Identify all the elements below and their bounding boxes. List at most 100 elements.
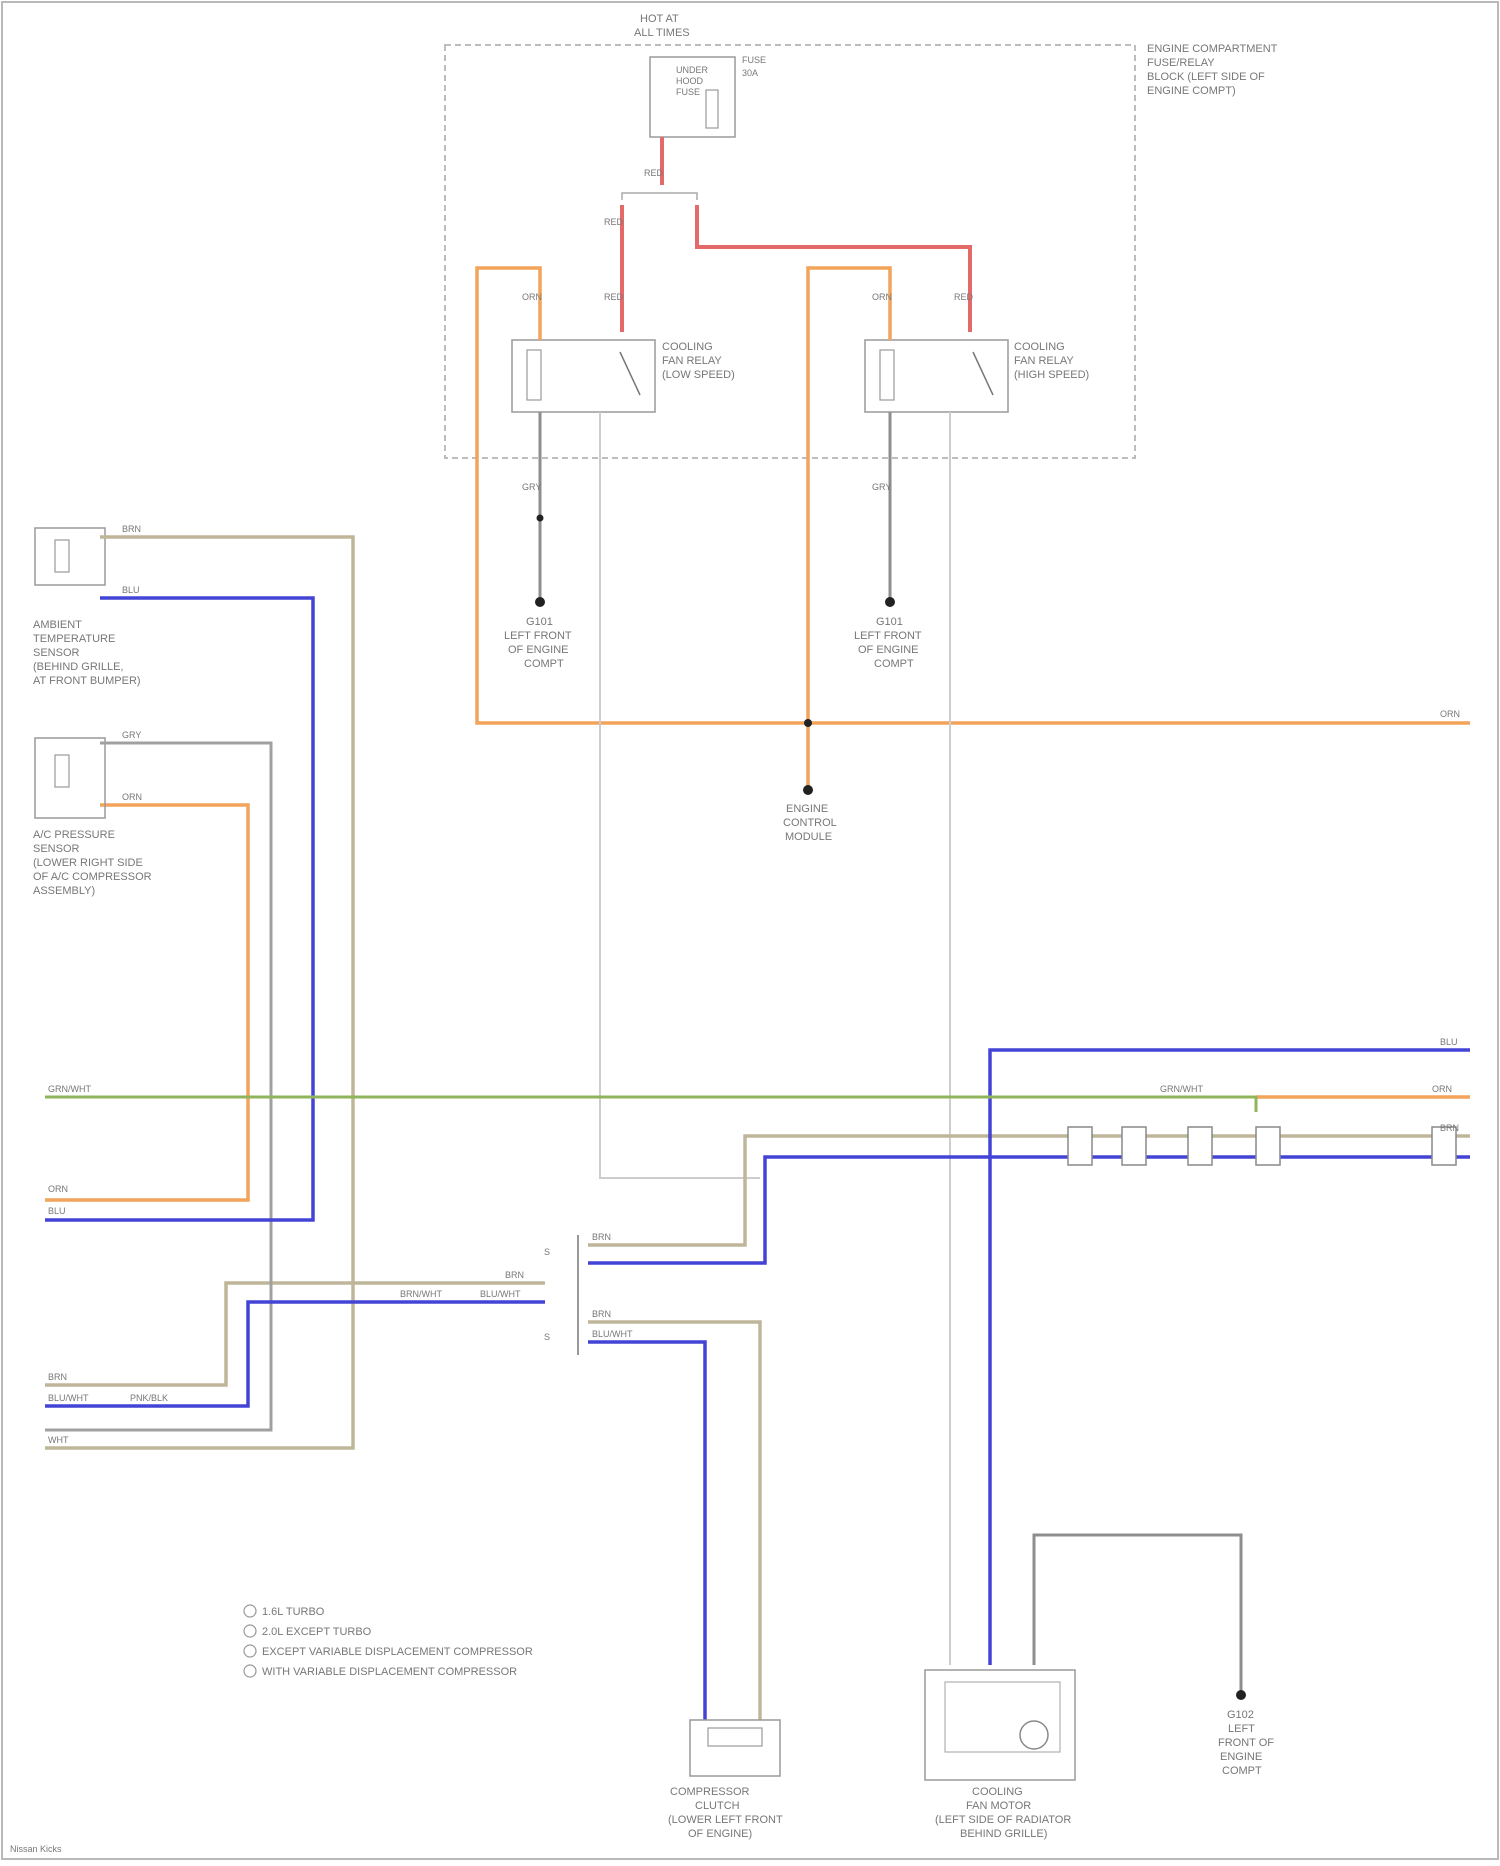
- wire-label-blu-wht-3: BLU/WHT: [592, 1329, 633, 1339]
- fuse-inner-label-1: UNDER: [676, 65, 709, 75]
- compressor-clutch-label-3: (LOWER LEFT FRONT: [668, 1814, 783, 1826]
- fuse-rating-label-2: 30A: [742, 68, 758, 78]
- wire-label-blu-wht-1: BLU/WHT: [48, 1393, 89, 1403]
- orange-splice: [804, 719, 812, 727]
- fuse-symbol: [706, 90, 718, 128]
- ground-left-splice: [537, 515, 544, 522]
- legend-item-1: 1.6L TURBO: [262, 1606, 325, 1618]
- wire-label-wht-1: WHT: [48, 1435, 69, 1445]
- ecm-label-3: MODULE: [785, 831, 832, 843]
- pressure-sensor-label-4: OF A/C COMPRESSOR: [33, 871, 152, 883]
- compressor-clutch-label-4: OF ENGINE): [688, 1828, 752, 1840]
- wire-label-blu-wht-2: BLU/WHT: [480, 1289, 521, 1299]
- relay-low-switch: [620, 352, 640, 395]
- ground-right-label-1: G101: [876, 616, 903, 628]
- pressure-sensor-label-2: SENSOR: [33, 843, 80, 855]
- relay-high-label-3: (HIGH SPEED): [1014, 369, 1089, 381]
- wire-label-brn-6: BRN: [1440, 1123, 1459, 1133]
- orange-left-relay-loop: [477, 268, 1470, 723]
- blue-fan-motor-feed: [990, 1050, 1470, 1665]
- ground-right-point: [885, 597, 895, 607]
- ambient-sensor-label-1: AMBIENT: [33, 619, 82, 631]
- ambient-sensor-label-2: TEMPERATURE: [33, 633, 115, 645]
- ground-left-label-4: COMPT: [524, 658, 564, 670]
- splice-fuse: [622, 193, 697, 200]
- legend: 1.6L TURBO 2.0L EXCEPT TURBO EXCEPT VARI…: [244, 1605, 533, 1678]
- legend-marker-3: [244, 1645, 256, 1657]
- ground-right-label-4: COMPT: [874, 658, 914, 670]
- legend-marker-2: [244, 1625, 256, 1637]
- pressure-sensor-label-3: (LOWER RIGHT SIDE: [33, 857, 143, 869]
- red-wires: [622, 137, 970, 332]
- wire-label-blu-1: BLU: [122, 585, 140, 595]
- relay-high-speed: [865, 340, 1008, 412]
- relay-low-coil: [527, 350, 541, 400]
- wire-label-gry-2: GRY: [872, 482, 891, 492]
- green-wire: [45, 1097, 1256, 1112]
- wire-label-red-4: RED: [954, 292, 974, 302]
- relay-high-label-2: FAN RELAY: [1014, 355, 1074, 367]
- legend-item-2: 2.0L EXCEPT TURBO: [262, 1626, 372, 1638]
- ground-left-label-1: G101: [526, 616, 553, 628]
- relay-high-switch: [973, 352, 993, 395]
- legend-marker-4: [244, 1665, 256, 1677]
- relay-low-label-3: (LOW SPEED): [662, 369, 735, 381]
- wire-label-brn-5: BRN: [592, 1309, 611, 1319]
- wire-label-orn-4: ORN: [122, 792, 142, 802]
- ambient-sensor-label-4: (BEHIND GRILLE,: [33, 661, 123, 673]
- junction-connector-pin-2: S: [544, 1332, 550, 1342]
- relay-low-label-2: FAN RELAY: [662, 355, 722, 367]
- connector-3: [1188, 1127, 1212, 1165]
- ecm-connection: [803, 785, 813, 795]
- ground-right-label-3: OF ENGINE: [858, 644, 919, 656]
- fan-motor-label-3: (LEFT SIDE OF RADIATOR: [935, 1814, 1071, 1826]
- wire-label-blu-2: BLU: [48, 1206, 66, 1216]
- tan-compressor-branch: [45, 1283, 545, 1385]
- wire-label-gry-3: GRY: [122, 730, 141, 740]
- wire-label-red-3: RED: [604, 292, 624, 302]
- wire-label-blu-3: BLU: [1440, 1037, 1458, 1047]
- blue-ambient-sensor: [45, 598, 313, 1220]
- underhood-block-label-4: ENGINE COMPT): [1147, 85, 1236, 97]
- footer-label: Nissan Kicks: [10, 1844, 62, 1854]
- fuse-relay-block-outline: [445, 45, 1135, 458]
- pressure-sensor-label-5: ASSEMBLY): [33, 885, 95, 897]
- connector-2: [1122, 1127, 1146, 1165]
- ground-g102-label-1: G102: [1227, 1709, 1254, 1721]
- wire-label-orn-2: ORN: [872, 292, 892, 302]
- underhood-block-label-3: BLOCK (LEFT SIDE OF: [1147, 71, 1265, 83]
- tan-compressor-feed: [588, 1322, 760, 1720]
- ecm-label-1: ENGINE: [786, 803, 828, 815]
- wire-label-red-1: RED: [644, 168, 664, 178]
- wire-label-brn-1: BRN: [122, 524, 141, 534]
- underhood-block-label-1: ENGINE COMPARTMENT: [1147, 43, 1278, 55]
- fan-motor-box: [925, 1670, 1075, 1780]
- wire-label-gry-1: GRY: [522, 482, 541, 492]
- top-fuse-line-1: HOT AT: [640, 13, 679, 25]
- underhood-block-label-2: FUSE/RELAY: [1147, 57, 1215, 69]
- wire-label-brn-wht-1: BRN/WHT: [400, 1289, 442, 1299]
- orange-wires: [45, 268, 1470, 1200]
- legend-item-4: WITH VARIABLE DISPLACEMENT COMPRESSOR: [262, 1666, 517, 1678]
- wire-label-grn-2: GRN/WHT: [1160, 1084, 1203, 1094]
- legend-item-3: EXCEPT VARIABLE DISPLACEMENT COMPRESSOR: [262, 1646, 533, 1658]
- fuse-rating-label-1: FUSE: [742, 55, 766, 65]
- ground-g102-wire: [1034, 1535, 1241, 1692]
- ground-g102-label-2: LEFT: [1228, 1723, 1255, 1735]
- ground-g102-label-4: ENGINE: [1220, 1751, 1262, 1763]
- light-gray-wires: [600, 412, 950, 1665]
- relay-low-label-1: COOLING: [662, 341, 713, 353]
- wire-label-orn-3: ORN: [1440, 709, 1460, 719]
- fan-motor-symbol: [1020, 1721, 1048, 1749]
- ground-g102-label-3: FRONT OF: [1218, 1737, 1274, 1749]
- blue-compressor-feed: [588, 1342, 705, 1720]
- fuse-inner-label-3: FUSE: [676, 87, 700, 97]
- pressure-sensor-element: [55, 755, 69, 787]
- wire-label-orn-1: ORN: [522, 292, 542, 302]
- junction-connector-pin-1: S: [544, 1247, 550, 1257]
- ground-right-label-2: LEFT FRONT: [854, 630, 922, 642]
- compressor-clutch-coil: [708, 1728, 762, 1746]
